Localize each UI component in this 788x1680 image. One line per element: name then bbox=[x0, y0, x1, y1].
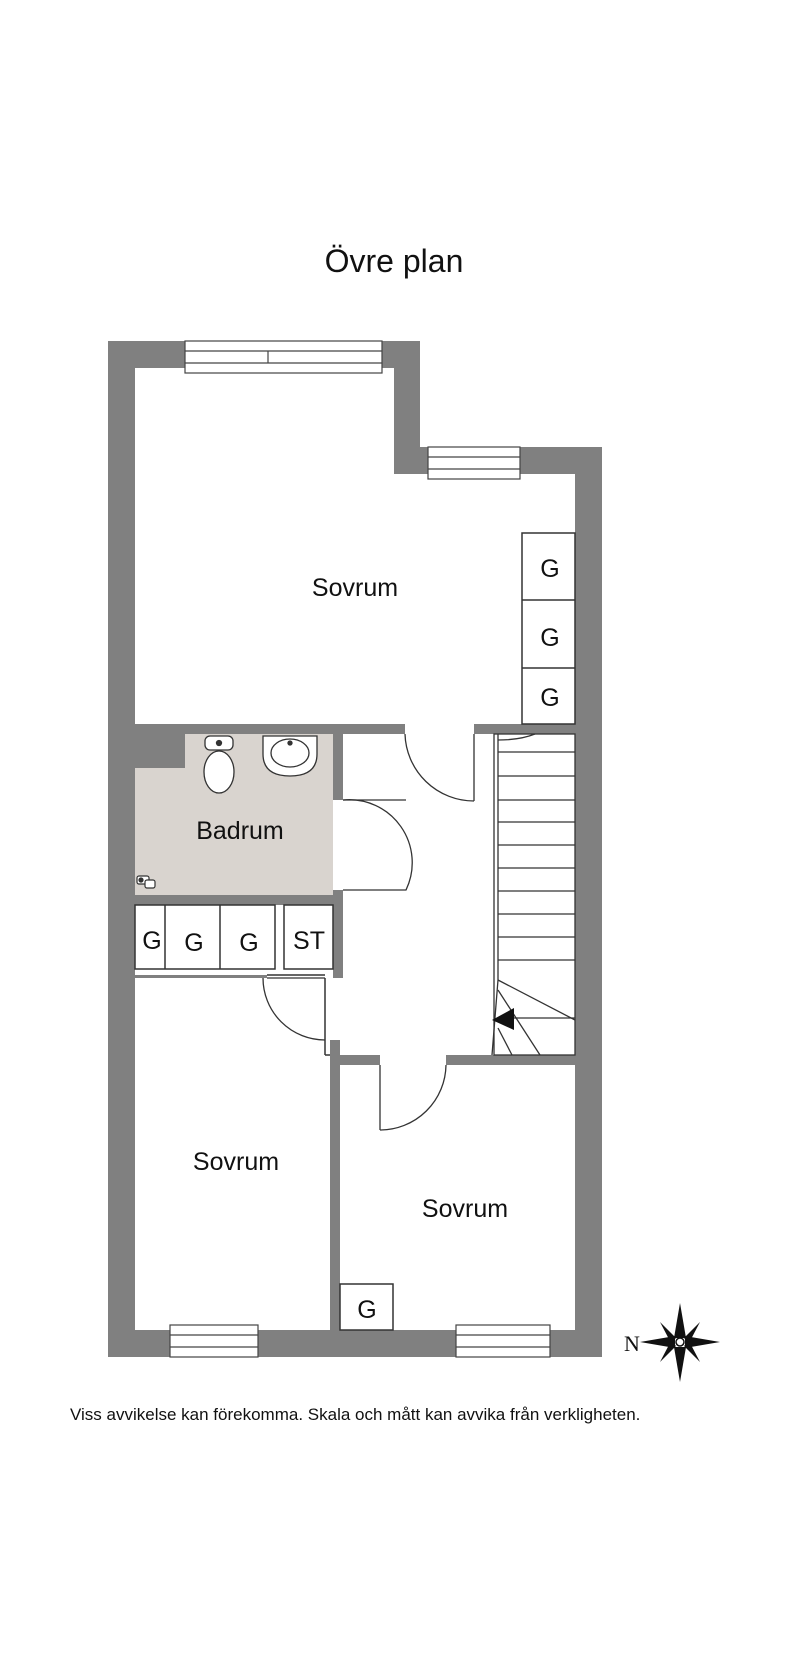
window-top-left bbox=[184, 340, 383, 374]
room-label-bathroom: Badrum bbox=[196, 817, 284, 845]
stair-direction-arrow-icon bbox=[492, 1008, 514, 1030]
compass-north-label: N bbox=[624, 1331, 640, 1356]
sink-icon bbox=[262, 735, 318, 777]
closet-label: G bbox=[540, 555, 559, 583]
window-bottom-right bbox=[455, 1324, 551, 1358]
storage-label: ST bbox=[293, 927, 325, 955]
room-label-bedroom-right: Sovrum bbox=[422, 1195, 508, 1223]
thin-lines bbox=[134, 532, 576, 1331]
window-bottom-left bbox=[169, 1324, 259, 1358]
closet-label: G bbox=[142, 927, 161, 955]
windows bbox=[169, 340, 551, 1358]
room-label-bedroom-left: Sovrum bbox=[193, 1148, 279, 1176]
faucet-icon bbox=[136, 875, 156, 889]
closet-label: G bbox=[184, 929, 203, 957]
closet-label: G bbox=[357, 1296, 376, 1324]
floor-plan-title: Övre plan bbox=[324, 243, 464, 279]
compass-rose-icon bbox=[640, 1303, 720, 1382]
closet-label: G bbox=[540, 624, 559, 652]
doors bbox=[262, 733, 475, 1131]
disclaimer-text: Viss avvikelse kan förekomma. Skala och … bbox=[70, 1405, 641, 1424]
room-label-bedroom-top: Sovrum bbox=[312, 574, 398, 602]
window-top-right bbox=[427, 446, 521, 480]
closet-label: G bbox=[540, 684, 559, 712]
staircase bbox=[491, 733, 576, 1056]
toilet-icon bbox=[203, 735, 235, 794]
closet-label: G bbox=[239, 929, 258, 957]
interior-walls bbox=[135, 724, 575, 1330]
